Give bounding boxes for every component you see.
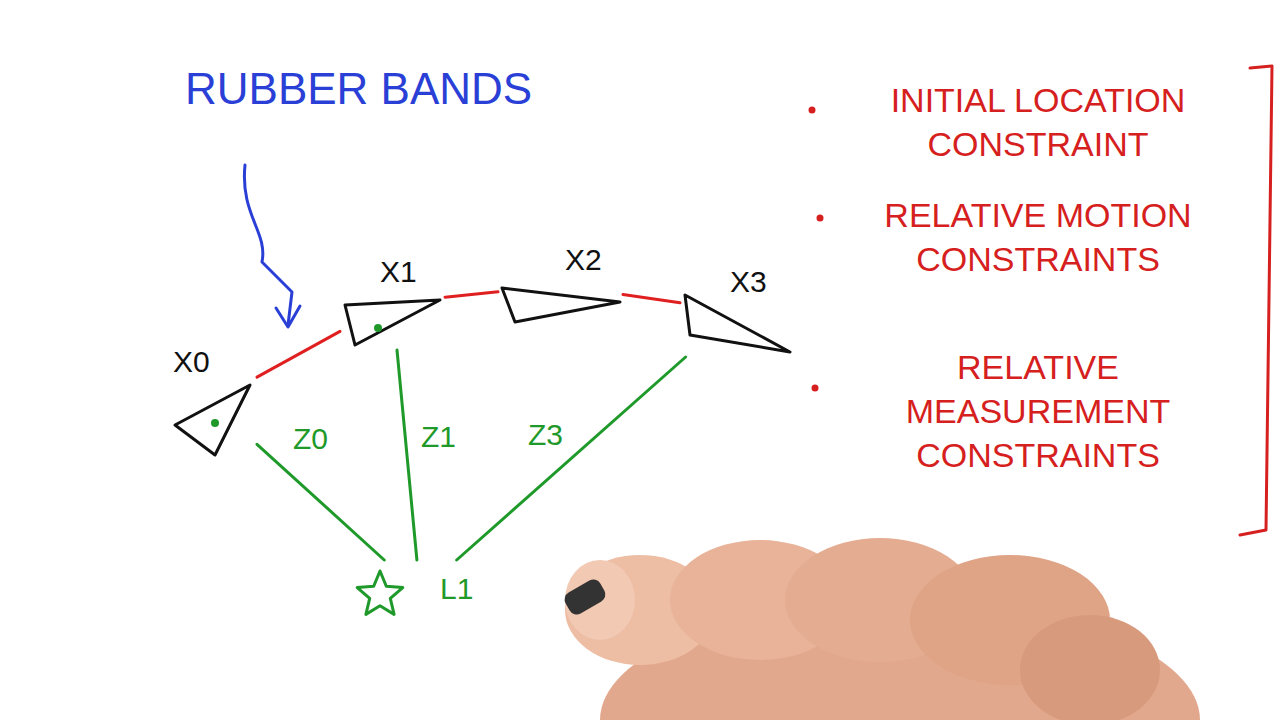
motion-band bbox=[257, 331, 340, 377]
measurement-line bbox=[457, 357, 686, 560]
robot-pose: X1 bbox=[340, 255, 445, 350]
measurement-label: Z3 bbox=[525, 418, 566, 451]
callout-arrow bbox=[244, 165, 300, 327]
measurement-line bbox=[397, 350, 417, 560]
pose-label: X3 bbox=[730, 265, 767, 298]
robot-pose: X2 bbox=[498, 243, 623, 328]
constraint-note: RELATIVE MOTION CONSTRAINTS bbox=[838, 193, 1238, 281]
pose-triangle bbox=[498, 243, 623, 328]
bullet-dots bbox=[809, 107, 824, 392]
callout-title: RUBBER BANDS bbox=[185, 60, 605, 117]
bracket bbox=[1240, 66, 1272, 535]
hand bbox=[562, 538, 1200, 720]
motion-band bbox=[623, 295, 680, 303]
landmark: L1 bbox=[355, 560, 485, 625]
robot-pose: X3 bbox=[680, 265, 795, 357]
measurement-label: Z0 bbox=[290, 422, 331, 455]
pose-label: X2 bbox=[565, 243, 602, 276]
pose-label: X1 bbox=[380, 255, 417, 288]
measurement-line bbox=[257, 444, 384, 560]
pose-label: X0 bbox=[173, 345, 210, 378]
robot-pose: X0 bbox=[165, 345, 257, 460]
constraint-note: INITIAL LOCATION CONSTRAINT bbox=[838, 78, 1238, 166]
measurement-label: Z1 bbox=[418, 420, 459, 453]
landmark-label: L1 bbox=[440, 572, 473, 605]
constraint-note: RELATIVE MEASUREMENT CONSTRAINTS bbox=[838, 345, 1238, 478]
motion-band bbox=[445, 292, 498, 297]
